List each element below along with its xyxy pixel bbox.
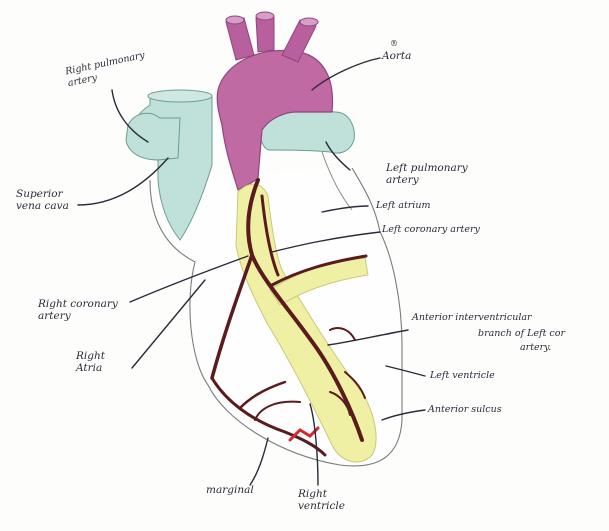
label-right-coronary-artery: Right coronary artery [38,298,118,322]
label-right-atria: Right Atria [76,350,105,374]
label-left-atrium: Left atrium [376,200,430,212]
aorta [217,12,332,190]
aorta-mark: ® [390,38,398,50]
label-anterior-interventricular-2: branch of Left cor [478,328,565,340]
label-marginal: marginal [206,484,254,496]
label-left-pulmonary-artery: Left pulmonary artery [386,162,468,186]
label-superior-vena-cava: Superior vena cava [16,188,69,212]
label-anterior-sulcus: Anterior sulcus [428,404,502,416]
label-left-ventricle: Left ventricle [430,370,495,382]
label-anterior-interventricular: Anterior interventricular [412,312,532,324]
right-pulmonary-artery [126,113,180,160]
label-anterior-interventricular-3: artery. [520,342,551,354]
label-left-coronary-artery: Left coronary artery [382,224,480,236]
label-aorta: Aorta [382,50,411,62]
label-right-ventricle: Right ventricle [298,488,345,512]
